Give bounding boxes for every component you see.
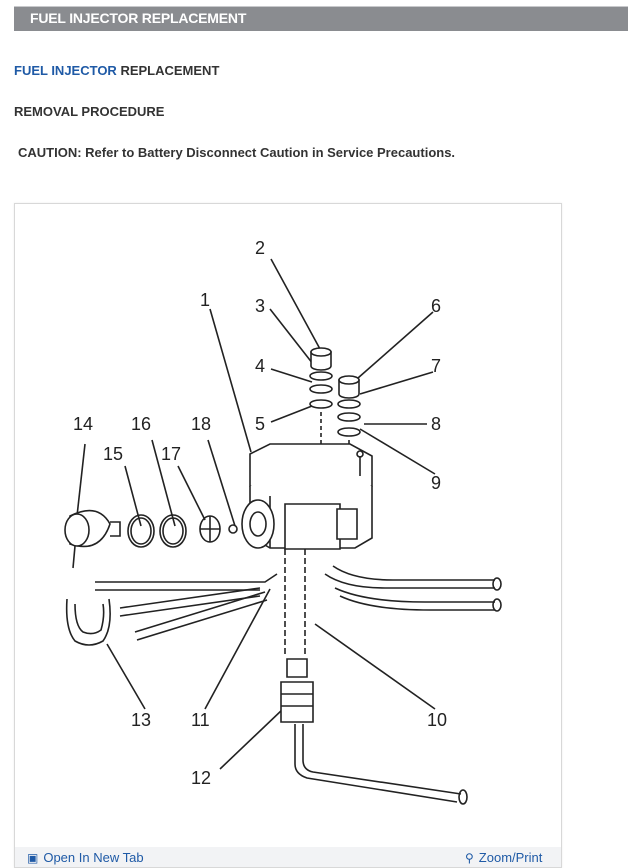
callout-12: 12 (191, 768, 211, 788)
callout-3: 3 (255, 296, 265, 316)
callout-11: 11 (191, 710, 210, 730)
callout-16: 16 (131, 414, 151, 434)
caution-text: CAUTION: Refer to Battery Disconnect Cau… (18, 145, 456, 160)
section-heading: REMOVAL PROCEDURE (14, 104, 165, 119)
magnify-icon: ⚲ (465, 851, 474, 865)
callout-2: 2 (255, 238, 265, 258)
callout-1: 1 (200, 290, 210, 310)
figure-footer: ▣ Open In New Tab ⚲ Zoom/Print (15, 847, 561, 867)
injector-exploded-diagram: 2 1 3 4 5 6 7 8 9 10 11 12 13 14 15 16 1… (64, 238, 502, 805)
zoom-print-label: Zoom/Print (478, 850, 543, 865)
fuel-injector-link[interactable]: FUEL INJECTOR (14, 63, 117, 78)
callout-14: 14 (73, 414, 93, 434)
callout-6: 6 (431, 296, 441, 316)
callout-5: 5 (255, 414, 265, 434)
procedure-heading: FUEL INJECTOR REPLACEMENT (14, 63, 219, 78)
callout-15: 15 (103, 444, 123, 464)
callout-17: 17 (161, 444, 181, 464)
callout-9: 9 (431, 473, 441, 493)
external-tab-icon: ▣ (27, 851, 39, 865)
zoom-print-link[interactable]: ⚲ Zoom/Print (465, 850, 542, 865)
page-header-bar: FUEL INJECTOR REPLACEMENT (14, 6, 628, 31)
page-header-title: FUEL INJECTOR REPLACEMENT (30, 10, 247, 26)
callout-13: 13 (131, 710, 151, 730)
heading-rest: REPLACEMENT (116, 63, 220, 78)
callout-10: 10 (427, 710, 447, 730)
open-in-new-tab-label: Open In New Tab (43, 850, 144, 865)
exploded-diagram-figure: 2 1 3 4 5 6 7 8 9 10 11 12 13 14 15 16 1… (14, 203, 562, 868)
callout-18: 18 (191, 414, 211, 434)
callout-4: 4 (255, 356, 265, 376)
callout-7: 7 (431, 356, 441, 376)
callout-8: 8 (431, 414, 441, 434)
open-in-new-tab-link[interactable]: ▣ Open In New Tab (27, 850, 144, 865)
